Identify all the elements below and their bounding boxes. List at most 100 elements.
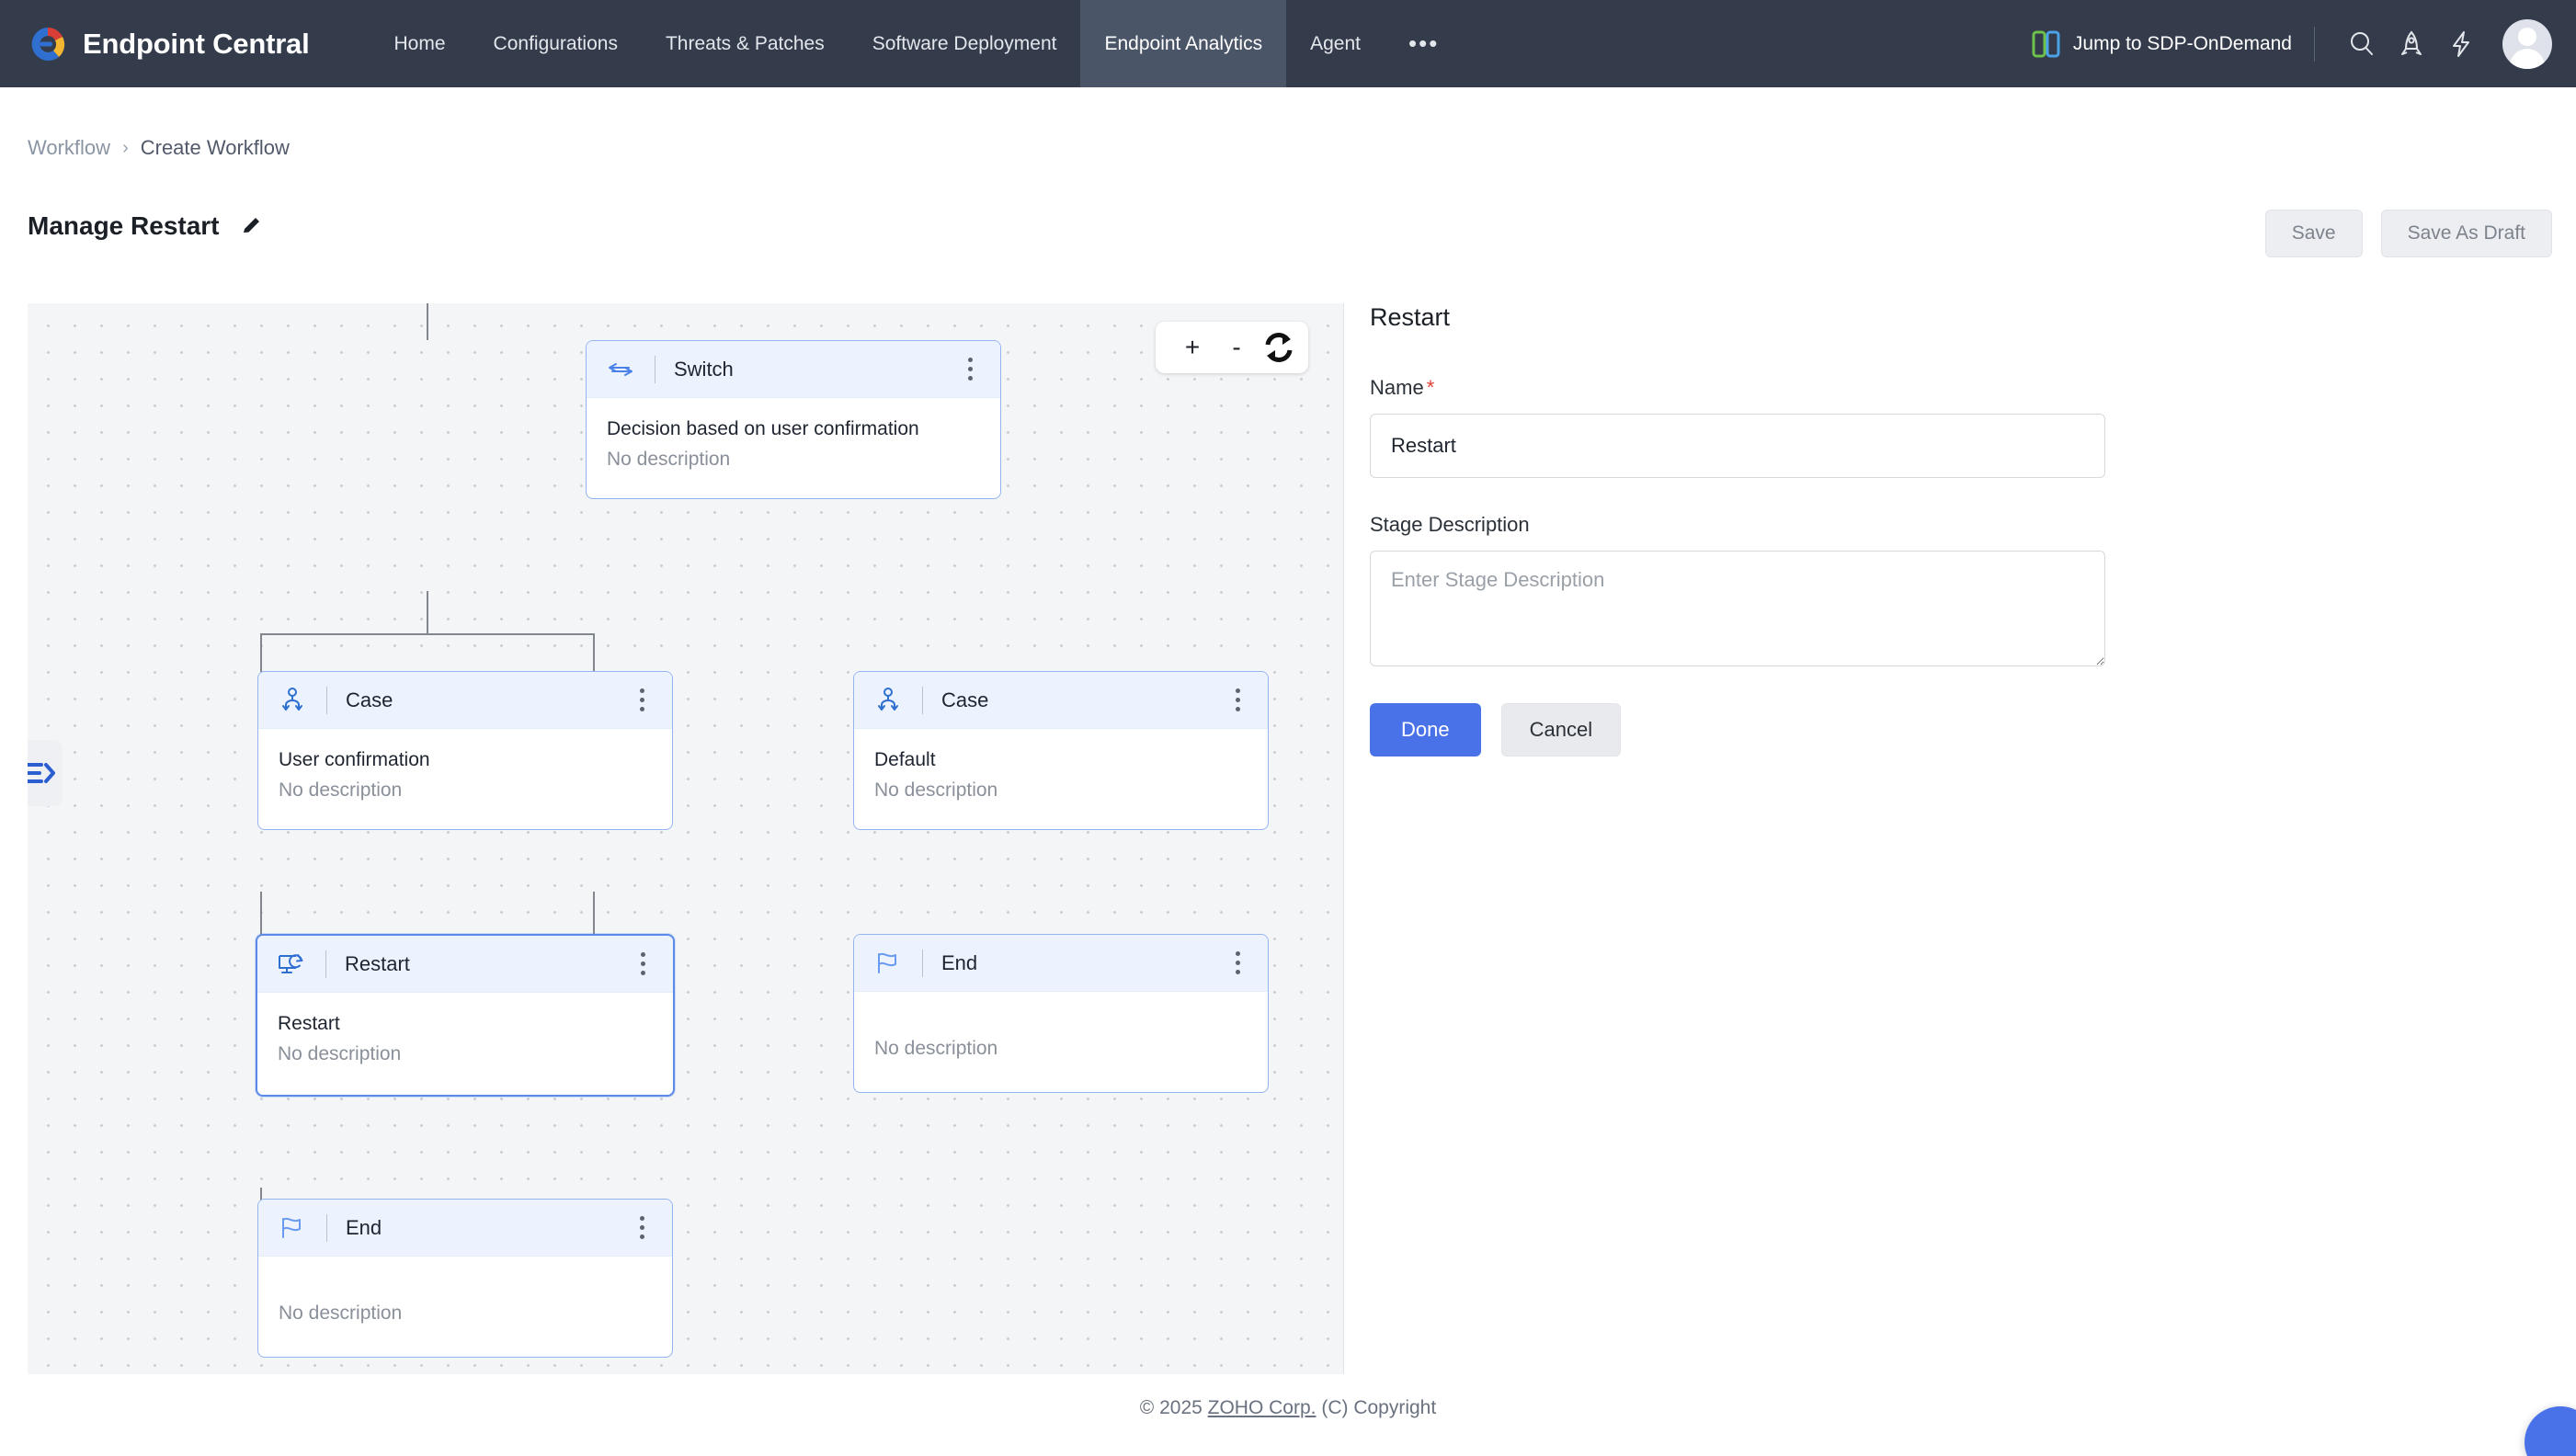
node-main-text: Restart (278, 1013, 340, 1034)
node-menu-icon[interactable] (630, 685, 654, 716)
node-end-bottom-body: No description (258, 1257, 672, 1325)
node-case2-body: Default No description (854, 729, 1268, 802)
page-title-row: Manage Restart (28, 211, 264, 241)
node-end-bottom-header: End (258, 1200, 672, 1257)
node-switch-header: Switch (587, 341, 1000, 398)
pencil-icon[interactable] (240, 214, 264, 238)
stage-description-input[interactable] (1370, 551, 2105, 666)
nav-overflow-menu-icon[interactable]: ••• (1408, 29, 1440, 57)
save-as-draft-button[interactable]: Save As Draft (2380, 210, 2552, 257)
node-case-default[interactable]: Case Default No description (853, 671, 1269, 830)
flag-icon (872, 948, 904, 979)
workflow-canvas[interactable]: Switch Decision based on user confirmati… (28, 303, 1344, 1374)
node-header-divider (922, 949, 923, 977)
node-case-user-confirmation[interactable]: Case User confirmation No description (257, 671, 673, 830)
node-menu-icon[interactable] (958, 354, 982, 385)
rocket-icon[interactable] (2387, 19, 2436, 69)
brand-home-link[interactable]: Endpoint Central (0, 24, 310, 64)
panel-title: Restart (1370, 303, 1451, 331)
footer-suffix: (C) Copyright (1316, 1397, 1437, 1418)
flag-icon (277, 1212, 308, 1244)
connector-split-right-down (593, 633, 595, 672)
header-actions: Save Save As Draft (2264, 210, 2552, 257)
breadcrumb: Workflow › Create Workflow (28, 136, 290, 160)
nav-item-home[interactable]: Home (393, 32, 446, 54)
node-main-text: Decision based on user confirmation (607, 418, 919, 439)
node-description: No description (278, 1043, 402, 1064)
breadcrumb-workflow-link[interactable]: Workflow (28, 136, 111, 159)
node-menu-icon[interactable] (1225, 948, 1249, 979)
branch-icon (872, 685, 904, 716)
node-menu-icon[interactable] (631, 949, 655, 980)
connector-split-horizontal (260, 633, 595, 635)
node-switch-body: Decision based on user confirmation No d… (587, 398, 1000, 471)
refresh-icon[interactable] (1259, 327, 1299, 368)
zoom-out-button[interactable]: - (1232, 333, 1241, 361)
jump-to-sdp-link[interactable]: Jump to SDP-OnDemand (2032, 29, 2292, 59)
node-end-bottom[interactable]: End No description (257, 1199, 673, 1358)
jump-to-sdp-label: Jump to SDP-OnDemand (2072, 32, 2292, 54)
page-title: Manage Restart (28, 211, 220, 240)
node-restart[interactable]: Restart Restart No description (256, 934, 675, 1097)
node-restart-header: Restart (257, 936, 673, 993)
nav-item-agent[interactable]: Agent (1310, 32, 1361, 54)
node-type-label: Case (346, 688, 393, 711)
breadcrumb-separator-icon: › (122, 137, 129, 158)
zoom-in-button[interactable]: + (1184, 333, 1201, 361)
node-case1-body: User confirmation No description (258, 729, 672, 802)
node-header-divider (922, 686, 923, 714)
node-end-right-body: No description (854, 992, 1268, 1060)
connector-switch-top (427, 303, 428, 340)
node-type-label: Restart (345, 951, 410, 975)
done-button[interactable]: Done (1370, 703, 1481, 756)
name-label-text: Name (1370, 376, 1424, 399)
nav-item-endpoint-analytics[interactable]: Endpoint Analytics (1080, 0, 1287, 87)
avatar[interactable] (2502, 18, 2552, 69)
search-icon[interactable] (2337, 19, 2387, 69)
node-type-label: End (941, 950, 978, 974)
node-description: No description (874, 1038, 998, 1059)
nav-item-configurations[interactable]: Configurations (493, 32, 618, 54)
node-description: No description (607, 449, 731, 470)
footer: © 2025 ZOHO Corp. (C) Copyright (0, 1397, 2576, 1419)
monitor-restart-icon (276, 949, 307, 980)
node-type-label: Switch (674, 357, 734, 381)
expand-panel-icon[interactable] (28, 740, 63, 806)
node-main-text: Default (874, 749, 936, 770)
field-spacer (1370, 478, 2556, 513)
connector-split-left-down (260, 633, 262, 672)
node-case2-header: Case (854, 672, 1268, 729)
node-end-right-header: End (854, 935, 1268, 992)
node-header-divider (325, 950, 326, 978)
stage-details-panel: Restart Name* Stage Description Done Can… (1370, 303, 2556, 756)
branch-icon (277, 685, 308, 716)
node-description: No description (874, 779, 998, 801)
connector-switch-down (427, 591, 428, 635)
breadcrumb-current: Create Workflow (140, 136, 290, 159)
cancel-button[interactable]: Cancel (1500, 703, 1622, 756)
required-asterisk: * (1426, 376, 1435, 399)
save-button[interactable]: Save (2264, 210, 2363, 257)
switch-arrows-icon (605, 354, 636, 385)
nav-right-actions: Jump to SDP-OnDemand (2032, 18, 2576, 69)
panel-actions: Done Cancel (1370, 703, 2556, 756)
node-type-label: End (346, 1215, 382, 1239)
main-nav: Home Configurations Threats & Patches So… (370, 0, 1464, 87)
node-header-divider (326, 1213, 327, 1242)
zoho-corp-link[interactable]: ZOHO Corp. (1207, 1397, 1316, 1418)
node-menu-icon[interactable] (1225, 685, 1249, 716)
node-menu-icon[interactable] (630, 1212, 654, 1244)
node-case1-header: Case (258, 672, 672, 729)
name-field-label: Name* (1370, 376, 2556, 400)
nav-divider (2314, 26, 2315, 62)
node-description: No description (279, 779, 403, 801)
node-switch[interactable]: Switch Decision based on user confirmati… (586, 340, 1001, 499)
zoom-controls: + - (1156, 322, 1308, 373)
name-input[interactable] (1370, 414, 2105, 478)
node-main-text: User confirmation (279, 749, 430, 770)
lightning-bolt-icon[interactable] (2436, 19, 2486, 69)
nav-item-software-deployment[interactable]: Software Deployment (872, 32, 1057, 54)
nav-item-threats-patches[interactable]: Threats & Patches (665, 32, 825, 54)
node-end-right[interactable]: End No description (853, 934, 1269, 1093)
top-navigation-bar: Endpoint Central Home Configurations Thr… (0, 0, 2576, 87)
